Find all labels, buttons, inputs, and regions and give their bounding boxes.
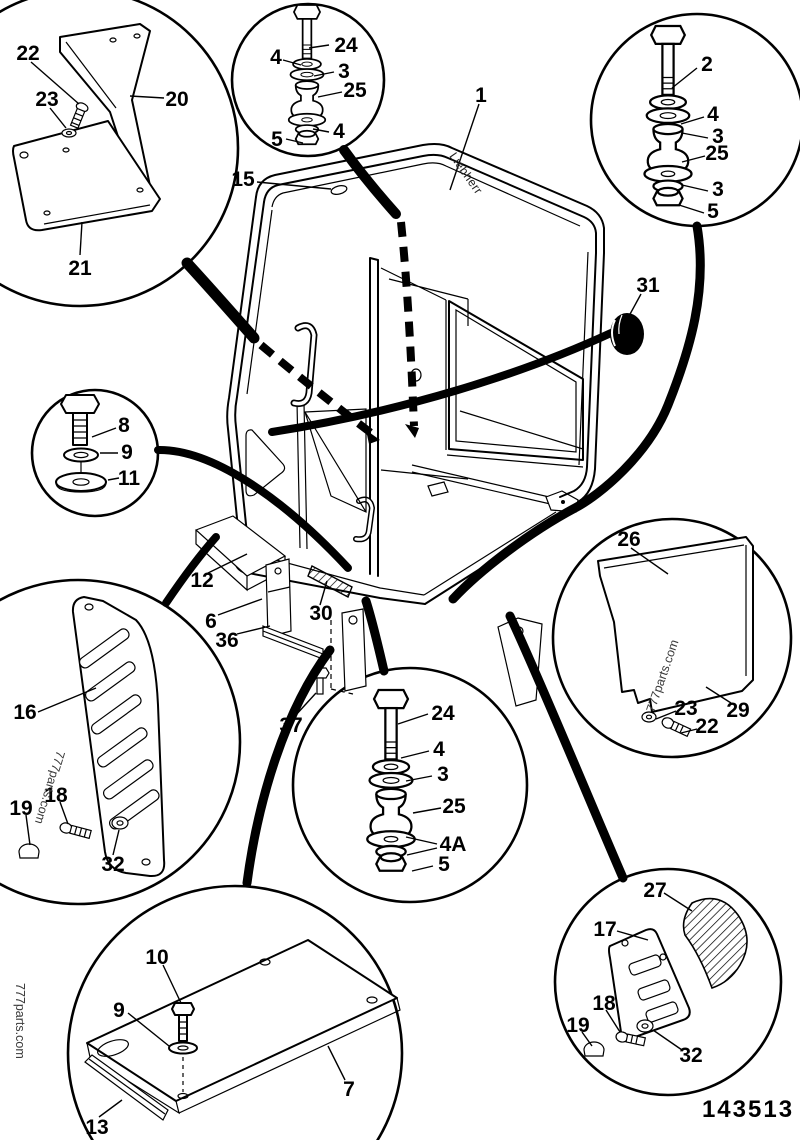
roof-mount-hole — [330, 185, 348, 195]
callout-19: 19 — [9, 797, 32, 820]
washer-11 — [55, 472, 107, 492]
callout-12: 12 — [190, 569, 213, 592]
callout-32: 32 — [101, 853, 124, 876]
bolt-10 — [171, 1002, 195, 1016]
detail-step-bracket — [583, 897, 748, 1057]
callout-1: 1 — [475, 84, 487, 107]
callout-10: 10 — [145, 946, 168, 969]
callout-3: 3 — [712, 125, 724, 148]
callout-26: 26 — [617, 528, 640, 551]
callout-4A: 4A — [440, 833, 467, 856]
detail-circle-step-bracket — [553, 867, 783, 1097]
callout-3: 3 — [338, 60, 350, 83]
callout-17: 17 — [593, 918, 616, 941]
callout-31: 31 — [636, 274, 660, 297]
callout-13: 13 — [85, 1116, 108, 1139]
callout-9: 9 — [113, 999, 125, 1022]
plug-31 — [610, 313, 644, 355]
bracket-37 — [341, 608, 367, 692]
part-number: 143513 — [702, 1096, 794, 1123]
cover-panel-26 — [597, 536, 754, 713]
callout-16: 16 — [13, 701, 36, 724]
callout-24: 24 — [334, 34, 358, 57]
washer-9 — [63, 447, 99, 463]
roof-brand-text: Liebherr — [447, 150, 486, 197]
callout-23: 23 — [674, 697, 697, 720]
callout-5: 5 — [707, 200, 719, 223]
screw-18 — [59, 822, 92, 840]
callout-3: 3 — [437, 763, 449, 786]
detail-roof-panels — [12, 23, 161, 232]
callout-18: 18 — [44, 784, 68, 807]
vent-louvers — [78, 628, 160, 830]
detail-circle-roof-panels — [0, 0, 240, 308]
callout-5: 5 — [271, 128, 283, 151]
bracket-6 — [265, 558, 292, 638]
callout-25: 25 — [343, 79, 367, 102]
step-slots — [628, 954, 679, 1023]
callout-20: 20 — [165, 88, 188, 111]
washer-32 — [111, 816, 129, 830]
callout-5: 5 — [438, 853, 450, 876]
screw-18b — [615, 1031, 647, 1047]
detail-circle-mount-front — [230, 2, 386, 158]
callout-23: 23 — [35, 88, 58, 111]
callout-25: 25 — [705, 142, 729, 165]
callout-22: 22 — [695, 715, 718, 738]
leader-arrows — [154, 145, 705, 888]
callout-8: 8 — [118, 414, 130, 437]
detail-circle-floor-plate — [66, 884, 404, 1140]
detail-bolt-washers — [55, 394, 107, 493]
callout-32: 32 — [679, 1044, 702, 1067]
callout-15: 15 — [231, 168, 255, 191]
detail-circle-cover-panel — [551, 517, 793, 759]
detail-circle-vent-panel — [0, 578, 242, 906]
callout-11: 11 — [118, 467, 141, 490]
screw-22 — [69, 102, 89, 129]
callout-labels: 22 23 20 21 24 4 3 25 4 5 2 4 3 25 3 5 1… — [9, 34, 749, 1139]
callout-3: 3 — [712, 178, 724, 201]
callout-30: 30 — [309, 602, 332, 625]
mount-detail-rear — [643, 24, 693, 207]
callout-27: 27 — [643, 879, 666, 902]
detail-cover-panel — [597, 536, 754, 738]
washer-23b — [641, 711, 657, 723]
pad-27 — [682, 897, 748, 990]
callout-4: 4 — [433, 738, 445, 761]
callout-6: 6 — [205, 610, 217, 633]
callout-25: 25 — [442, 795, 466, 818]
callout-37: 37 — [279, 714, 302, 737]
washer-32b — [636, 1019, 654, 1033]
detail-floor-plate — [84, 939, 401, 1121]
watermark-side: 777parts.com — [13, 983, 27, 1059]
cap-19b — [583, 1041, 605, 1057]
callout-7: 7 — [343, 1078, 355, 1101]
callout-36: 36 — [215, 629, 238, 652]
washer-23 — [61, 128, 77, 138]
detail-vent-panel — [18, 596, 166, 878]
callout-19: 19 — [566, 1014, 589, 1037]
callout-22: 22 — [16, 42, 39, 65]
floor-plate-7 — [86, 939, 398, 1102]
leader-lines — [25, 44, 732, 1118]
callout-9: 9 — [121, 441, 133, 464]
callout-29: 29 — [726, 699, 749, 722]
bolt-8 — [60, 394, 100, 414]
callout-4: 4 — [270, 46, 282, 69]
washer-9b — [168, 1041, 198, 1055]
screw-22b — [661, 717, 692, 738]
callout-21: 21 — [68, 257, 92, 280]
callout-18: 18 — [592, 992, 616, 1015]
callout-4: 4 — [333, 120, 345, 143]
cap-19 — [18, 843, 40, 859]
panel-21 — [12, 120, 161, 232]
callout-2: 2 — [701, 53, 713, 76]
sill-30 — [307, 565, 353, 598]
callout-4: 4 — [707, 103, 719, 126]
callout-24: 24 — [431, 702, 455, 725]
detail-circle-mount-lower — [291, 666, 529, 904]
